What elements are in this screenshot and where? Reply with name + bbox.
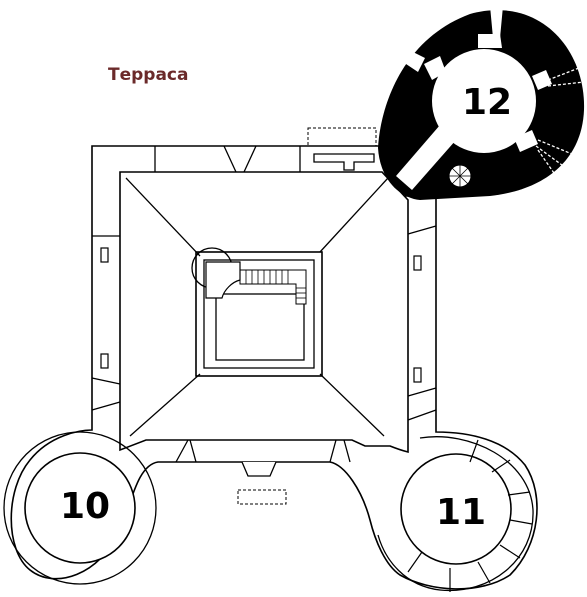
terrace-label: Терраса (108, 65, 188, 85)
wall-embrasures (91, 145, 437, 463)
room-12-label: 12 (462, 82, 512, 123)
wall-slits (100, 247, 422, 383)
tower-12-embrasures (400, 6, 552, 152)
room-12 (432, 49, 536, 153)
bottom-dashed-projection (237, 489, 287, 505)
top-dashed-projection (307, 127, 377, 147)
room-11 (400, 453, 512, 565)
vault-lines (125, 177, 389, 437)
top-t-fixture (313, 153, 375, 171)
central-room (215, 293, 305, 361)
core-spiral-wall (205, 261, 241, 299)
tower-12-passage (396, 125, 456, 190)
central-core-inner (203, 259, 315, 369)
core-stair (239, 269, 307, 305)
tower-10-outer (3, 431, 157, 585)
bottom-notch (241, 461, 277, 477)
tower-11-outer (377, 436, 534, 592)
room-10-label: 10 (60, 486, 110, 527)
room-10 (24, 452, 136, 564)
tower-12-rays (535, 65, 585, 177)
tower-11-segments (407, 439, 533, 592)
room-11-label: 11 (436, 492, 486, 533)
spiral-stair-icon (448, 164, 472, 188)
